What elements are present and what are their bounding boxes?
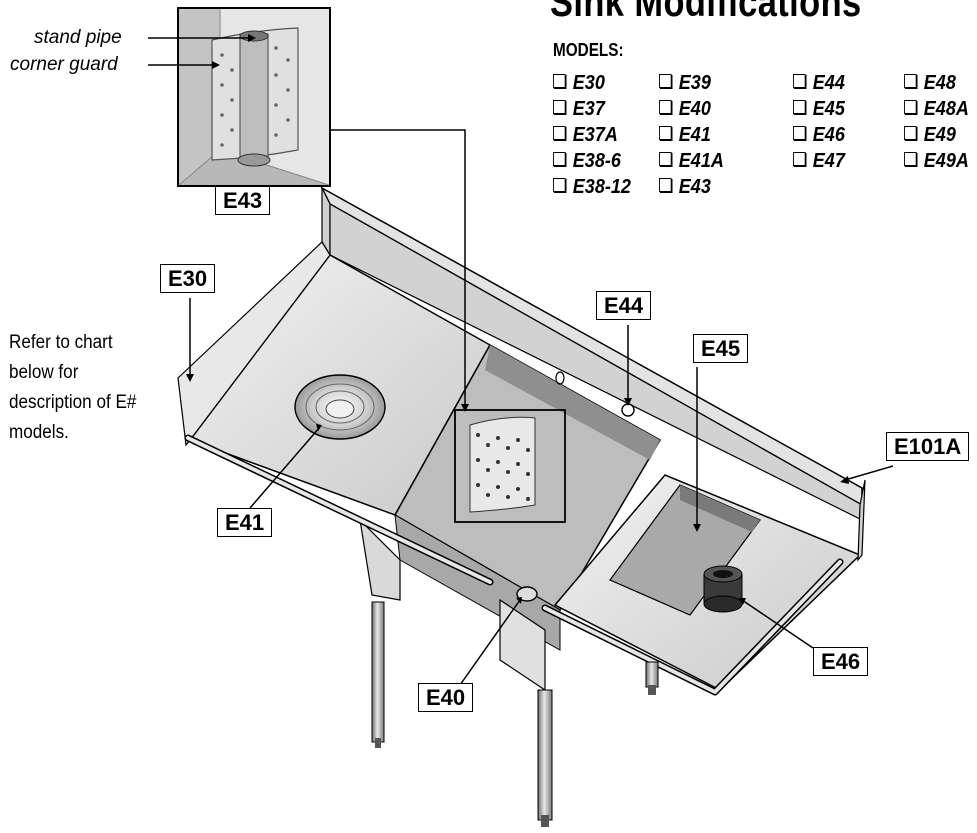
model-checkbox[interactable]: E37A: [553, 124, 618, 147]
checkbox-icon[interactable]: [904, 152, 917, 166]
model-checkbox[interactable]: E45: [793, 98, 845, 121]
tag-e44: E44: [596, 291, 652, 320]
model-checkbox[interactable]: E48: [904, 72, 956, 95]
model-checkbox[interactable]: E41A: [659, 150, 724, 173]
model-checkbox[interactable]: E40: [659, 98, 711, 121]
leader-lines: [148, 37, 894, 686]
corner-guard-marker: [454, 409, 566, 523]
checkbox-icon[interactable]: [904, 126, 917, 140]
model-checkbox[interactable]: E30: [553, 72, 605, 95]
tag-e41: E41: [217, 508, 273, 537]
checkbox-icon[interactable]: [659, 152, 672, 166]
checkbox-icon[interactable]: [659, 74, 672, 88]
checkbox-icon[interactable]: [553, 178, 566, 192]
model-checkbox[interactable]: E43: [659, 176, 711, 199]
checkbox-icon[interactable]: [553, 74, 566, 88]
checkbox-icon[interactable]: [793, 74, 806, 88]
model-checkbox[interactable]: E38-12: [553, 176, 631, 199]
model-checkbox[interactable]: E39: [659, 72, 711, 95]
page-title: Sink Modifications: [550, 0, 862, 25]
checkbox-icon[interactable]: [793, 152, 806, 166]
checkbox-icon[interactable]: [659, 178, 672, 192]
model-checkbox[interactable]: E44: [793, 72, 845, 95]
checkbox-icon[interactable]: [553, 152, 566, 166]
model-checkbox[interactable]: E47: [793, 150, 845, 173]
checkbox-icon[interactable]: [793, 126, 806, 140]
stand-pipe-label: stand pipe: [34, 27, 122, 48]
checkbox-icon[interactable]: [553, 126, 566, 140]
tag-e101a: E101A: [886, 432, 970, 461]
model-checkbox[interactable]: E37: [553, 98, 605, 121]
model-checkbox[interactable]: E38-6: [553, 150, 621, 173]
tag-e46: E46: [813, 647, 869, 676]
model-checkbox[interactable]: E49: [904, 124, 956, 147]
checkbox-icon[interactable]: [904, 100, 917, 114]
checkbox-icon[interactable]: [793, 100, 806, 114]
tag-e43: E43: [215, 186, 271, 215]
sink-drain: [516, 586, 538, 602]
corner-guard-label: corner guard: [10, 54, 118, 75]
models-heading: MODELS:: [553, 40, 624, 60]
model-checkbox[interactable]: E49A: [904, 150, 969, 173]
tag-e30: E30: [160, 264, 216, 293]
model-checkbox[interactable]: E46: [793, 124, 845, 147]
model-checkbox[interactable]: E41: [659, 124, 711, 147]
checkbox-icon[interactable]: [659, 126, 672, 140]
model-checkbox[interactable]: E48A: [904, 98, 969, 121]
tag-e45: E45: [693, 334, 749, 363]
inset-detail: [177, 7, 331, 187]
checkbox-icon[interactable]: [553, 100, 566, 114]
tag-e40: E40: [418, 683, 474, 712]
checkbox-icon[interactable]: [904, 74, 917, 88]
waste-fitting: [703, 565, 743, 613]
reference-note: Refer to chart below for description of …: [9, 332, 137, 443]
checkbox-icon[interactable]: [659, 100, 672, 114]
